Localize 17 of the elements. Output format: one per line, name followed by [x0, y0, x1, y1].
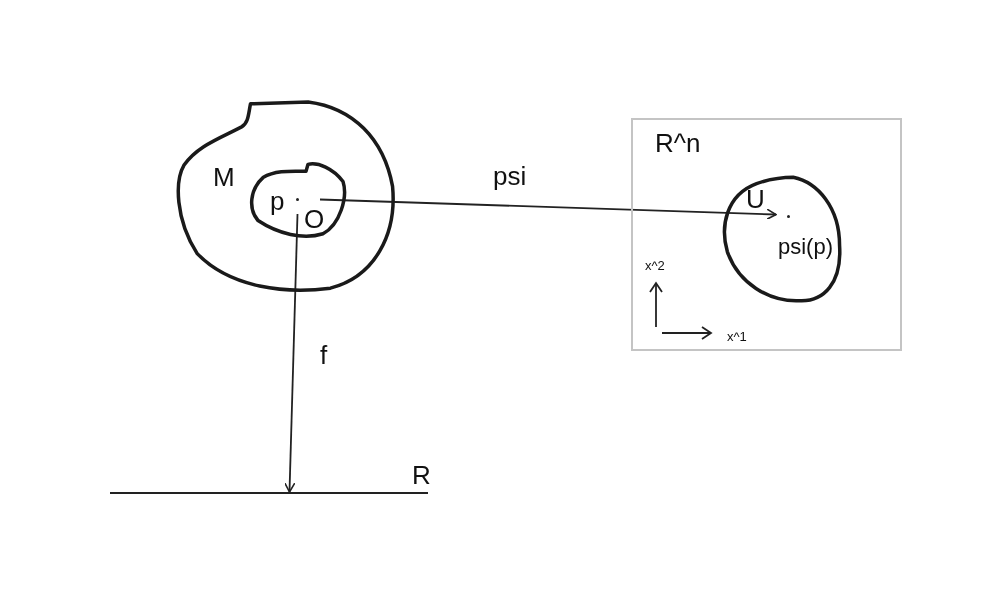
region-label: M [213, 164, 235, 190]
axis-label: x^1 [727, 330, 747, 343]
arrow [319, 198, 777, 220]
frame-box [631, 118, 902, 351]
arrow [283, 213, 299, 493]
region-blob [720, 176, 842, 302]
edge-label: f [320, 342, 328, 368]
region-blob [248, 162, 348, 240]
region-label: U [746, 186, 765, 212]
line-label: R [412, 462, 431, 488]
space-label: R^n [655, 130, 701, 156]
region-label: O [304, 206, 325, 232]
edge-label: psi [493, 163, 527, 189]
point-label: p [270, 188, 285, 214]
region-blob [175, 100, 397, 292]
axis-label: x^2 [645, 259, 665, 272]
point-label: psi(p) [778, 236, 833, 258]
